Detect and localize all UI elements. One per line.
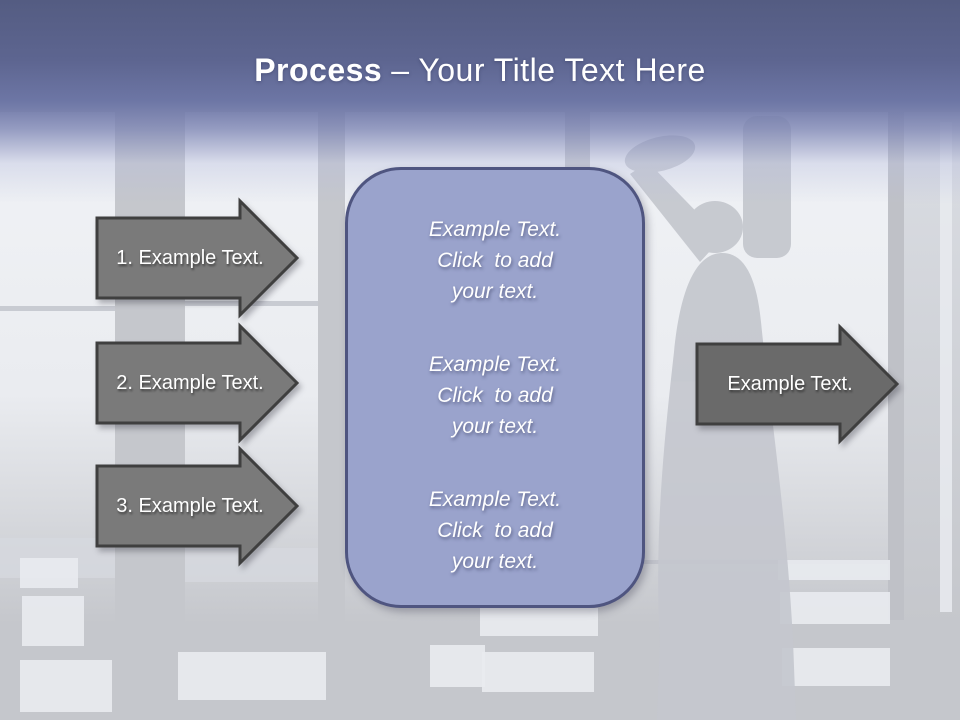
window-light-strip xyxy=(940,122,952,612)
placeholder-line: Example Text. xyxy=(428,218,562,241)
text-placeholder-block-2[interactable]: Example Text. Click to add your text. xyxy=(365,349,625,442)
window-frame-bar xyxy=(888,112,904,620)
text-placeholder-block-3[interactable]: Example Text. Click to add your text. xyxy=(365,484,625,577)
arrow-label: 2. Example Text. xyxy=(116,371,264,394)
wall-light-patch xyxy=(482,652,594,692)
wall-light-patch xyxy=(430,645,485,687)
process-arrow-3[interactable]: 3. Example Text. xyxy=(95,445,301,567)
wall-light-patch xyxy=(178,652,326,700)
title-emphasis: Process xyxy=(254,52,383,88)
placeholder-line: your text. xyxy=(451,550,539,573)
title-rest: – Your Title Text Here xyxy=(391,52,706,88)
wall-light-patch xyxy=(480,608,598,636)
slide-title[interactable]: Process– Your Title Text Here xyxy=(0,52,960,89)
arrow-shape xyxy=(95,197,300,319)
wall-light-patch xyxy=(778,560,890,580)
placeholder-line: Example Text. xyxy=(428,488,562,511)
placeholder-line: your text. xyxy=(451,280,539,303)
arrow-label: 3. Example Text. xyxy=(116,494,264,517)
skyline-shape xyxy=(185,548,318,582)
wall-light-patch xyxy=(22,596,84,646)
arrow-shape xyxy=(95,322,300,444)
arrow-shape xyxy=(95,445,300,567)
wall-light-patch xyxy=(782,648,890,686)
placeholder-line: Click to add xyxy=(437,384,553,407)
result-arrow[interactable]: Example Text. xyxy=(695,323,901,445)
process-arrow-2[interactable]: 2. Example Text. xyxy=(95,322,301,444)
placeholder-line: Example Text. xyxy=(428,353,562,376)
content-panel[interactable]: Example Text. Click to add your text. Ex… xyxy=(345,167,645,608)
arrow-label: 1. Example Text. xyxy=(116,246,264,269)
wall-light-patch xyxy=(780,592,890,624)
wall-light-patch xyxy=(20,660,112,712)
placeholder-line: Click to add xyxy=(437,249,553,272)
placeholder-line: Click to add xyxy=(437,519,553,542)
arrow-shape xyxy=(695,323,900,445)
window-mullion xyxy=(0,306,115,311)
wall-light-patch xyxy=(20,558,78,588)
arrow-label: Example Text. xyxy=(727,372,853,395)
text-placeholder-block-1[interactable]: Example Text. Click to add your text. xyxy=(365,214,625,307)
placeholder-line: your text. xyxy=(451,415,539,438)
process-arrow-1[interactable]: 1. Example Text. xyxy=(95,197,301,319)
